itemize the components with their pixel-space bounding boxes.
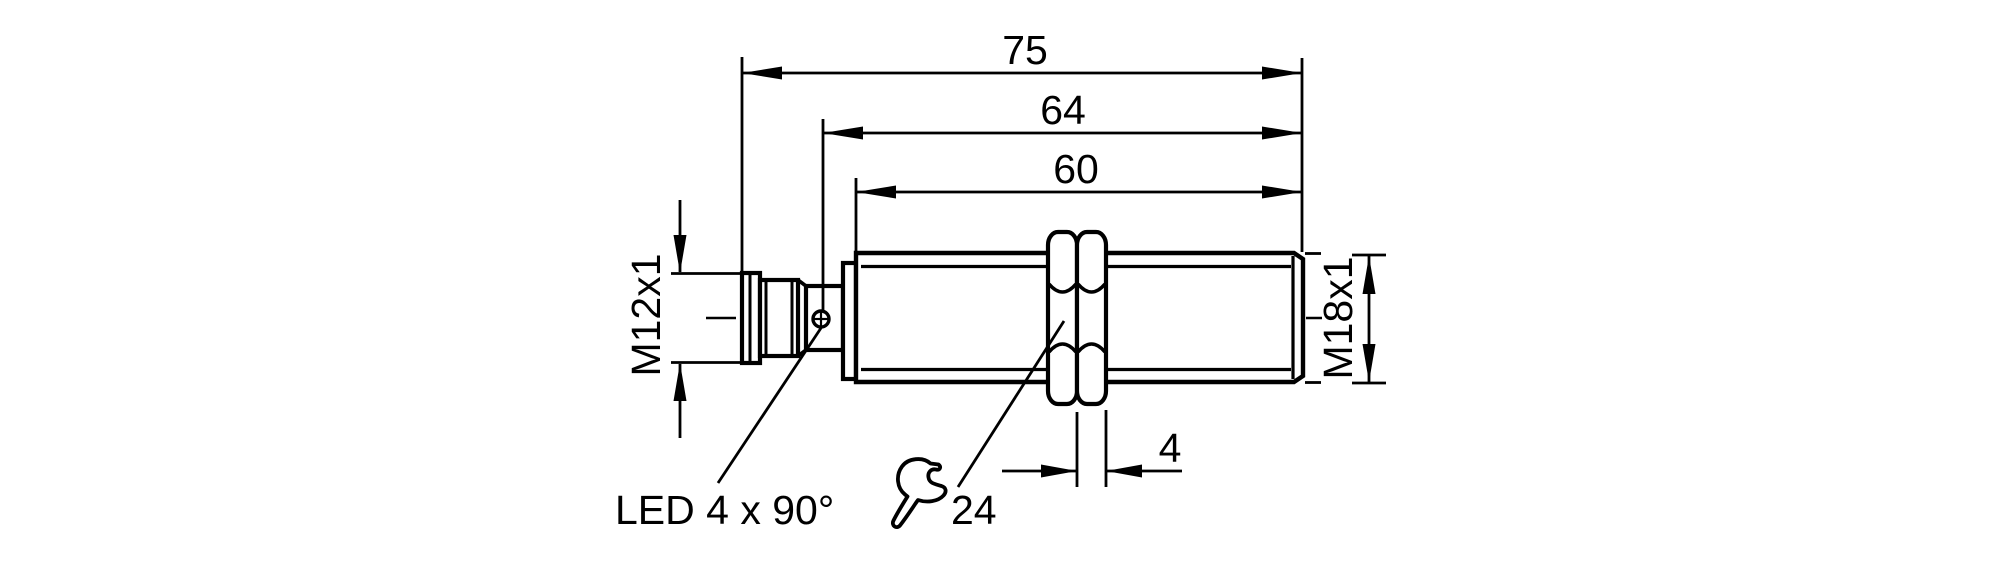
- dimension-m12: M12x1: [623, 200, 747, 438]
- arrowhead-left: [1106, 464, 1142, 478]
- arrowhead-left: [856, 185, 896, 199]
- dim-label-64: 64: [1040, 87, 1086, 133]
- arrowhead-right: [1262, 126, 1302, 140]
- dim-label-m12x1: M12x1: [623, 253, 669, 376]
- dim-label-60: 60: [1053, 146, 1099, 192]
- hex-nut-facet-arcs: [1047, 282, 1107, 354]
- arrowhead-right: [1041, 464, 1077, 478]
- arrowhead-down: [1362, 344, 1376, 382]
- arrowhead-right: [1262, 185, 1302, 199]
- wrench-size-label: 24: [951, 487, 997, 533]
- body-thread-lines: [861, 264, 1291, 372]
- led-callout: LED 4 x 90°: [615, 327, 834, 533]
- dimension-64: 64: [821, 87, 1302, 310]
- arrowhead-up: [673, 363, 687, 401]
- dimension-60: 60: [854, 146, 1302, 258]
- dimension-75: 75: [740, 27, 1304, 272]
- dim-label-75: 75: [1002, 27, 1048, 73]
- led-label: LED 4 x 90°: [615, 487, 834, 533]
- leader-line: [716, 327, 823, 484]
- wrench-icon: [891, 457, 948, 530]
- wrench-callout: 24: [891, 320, 1066, 533]
- dimension-4: 4: [1002, 410, 1182, 487]
- arrowhead-down: [673, 235, 687, 273]
- dimension-m18: M18x1: [1305, 252, 1386, 385]
- arrowhead-left: [742, 66, 782, 80]
- led-indicator: [811, 309, 831, 329]
- dim-label-m18x1: M18x1: [1315, 256, 1361, 379]
- hex-nut: [1045, 229, 1109, 407]
- dim-label-4: 4: [1159, 425, 1182, 471]
- arrowhead-up: [1362, 256, 1376, 294]
- leader-line: [956, 320, 1066, 488]
- arrowhead-right: [1262, 66, 1302, 80]
- arrowhead-left: [823, 126, 863, 140]
